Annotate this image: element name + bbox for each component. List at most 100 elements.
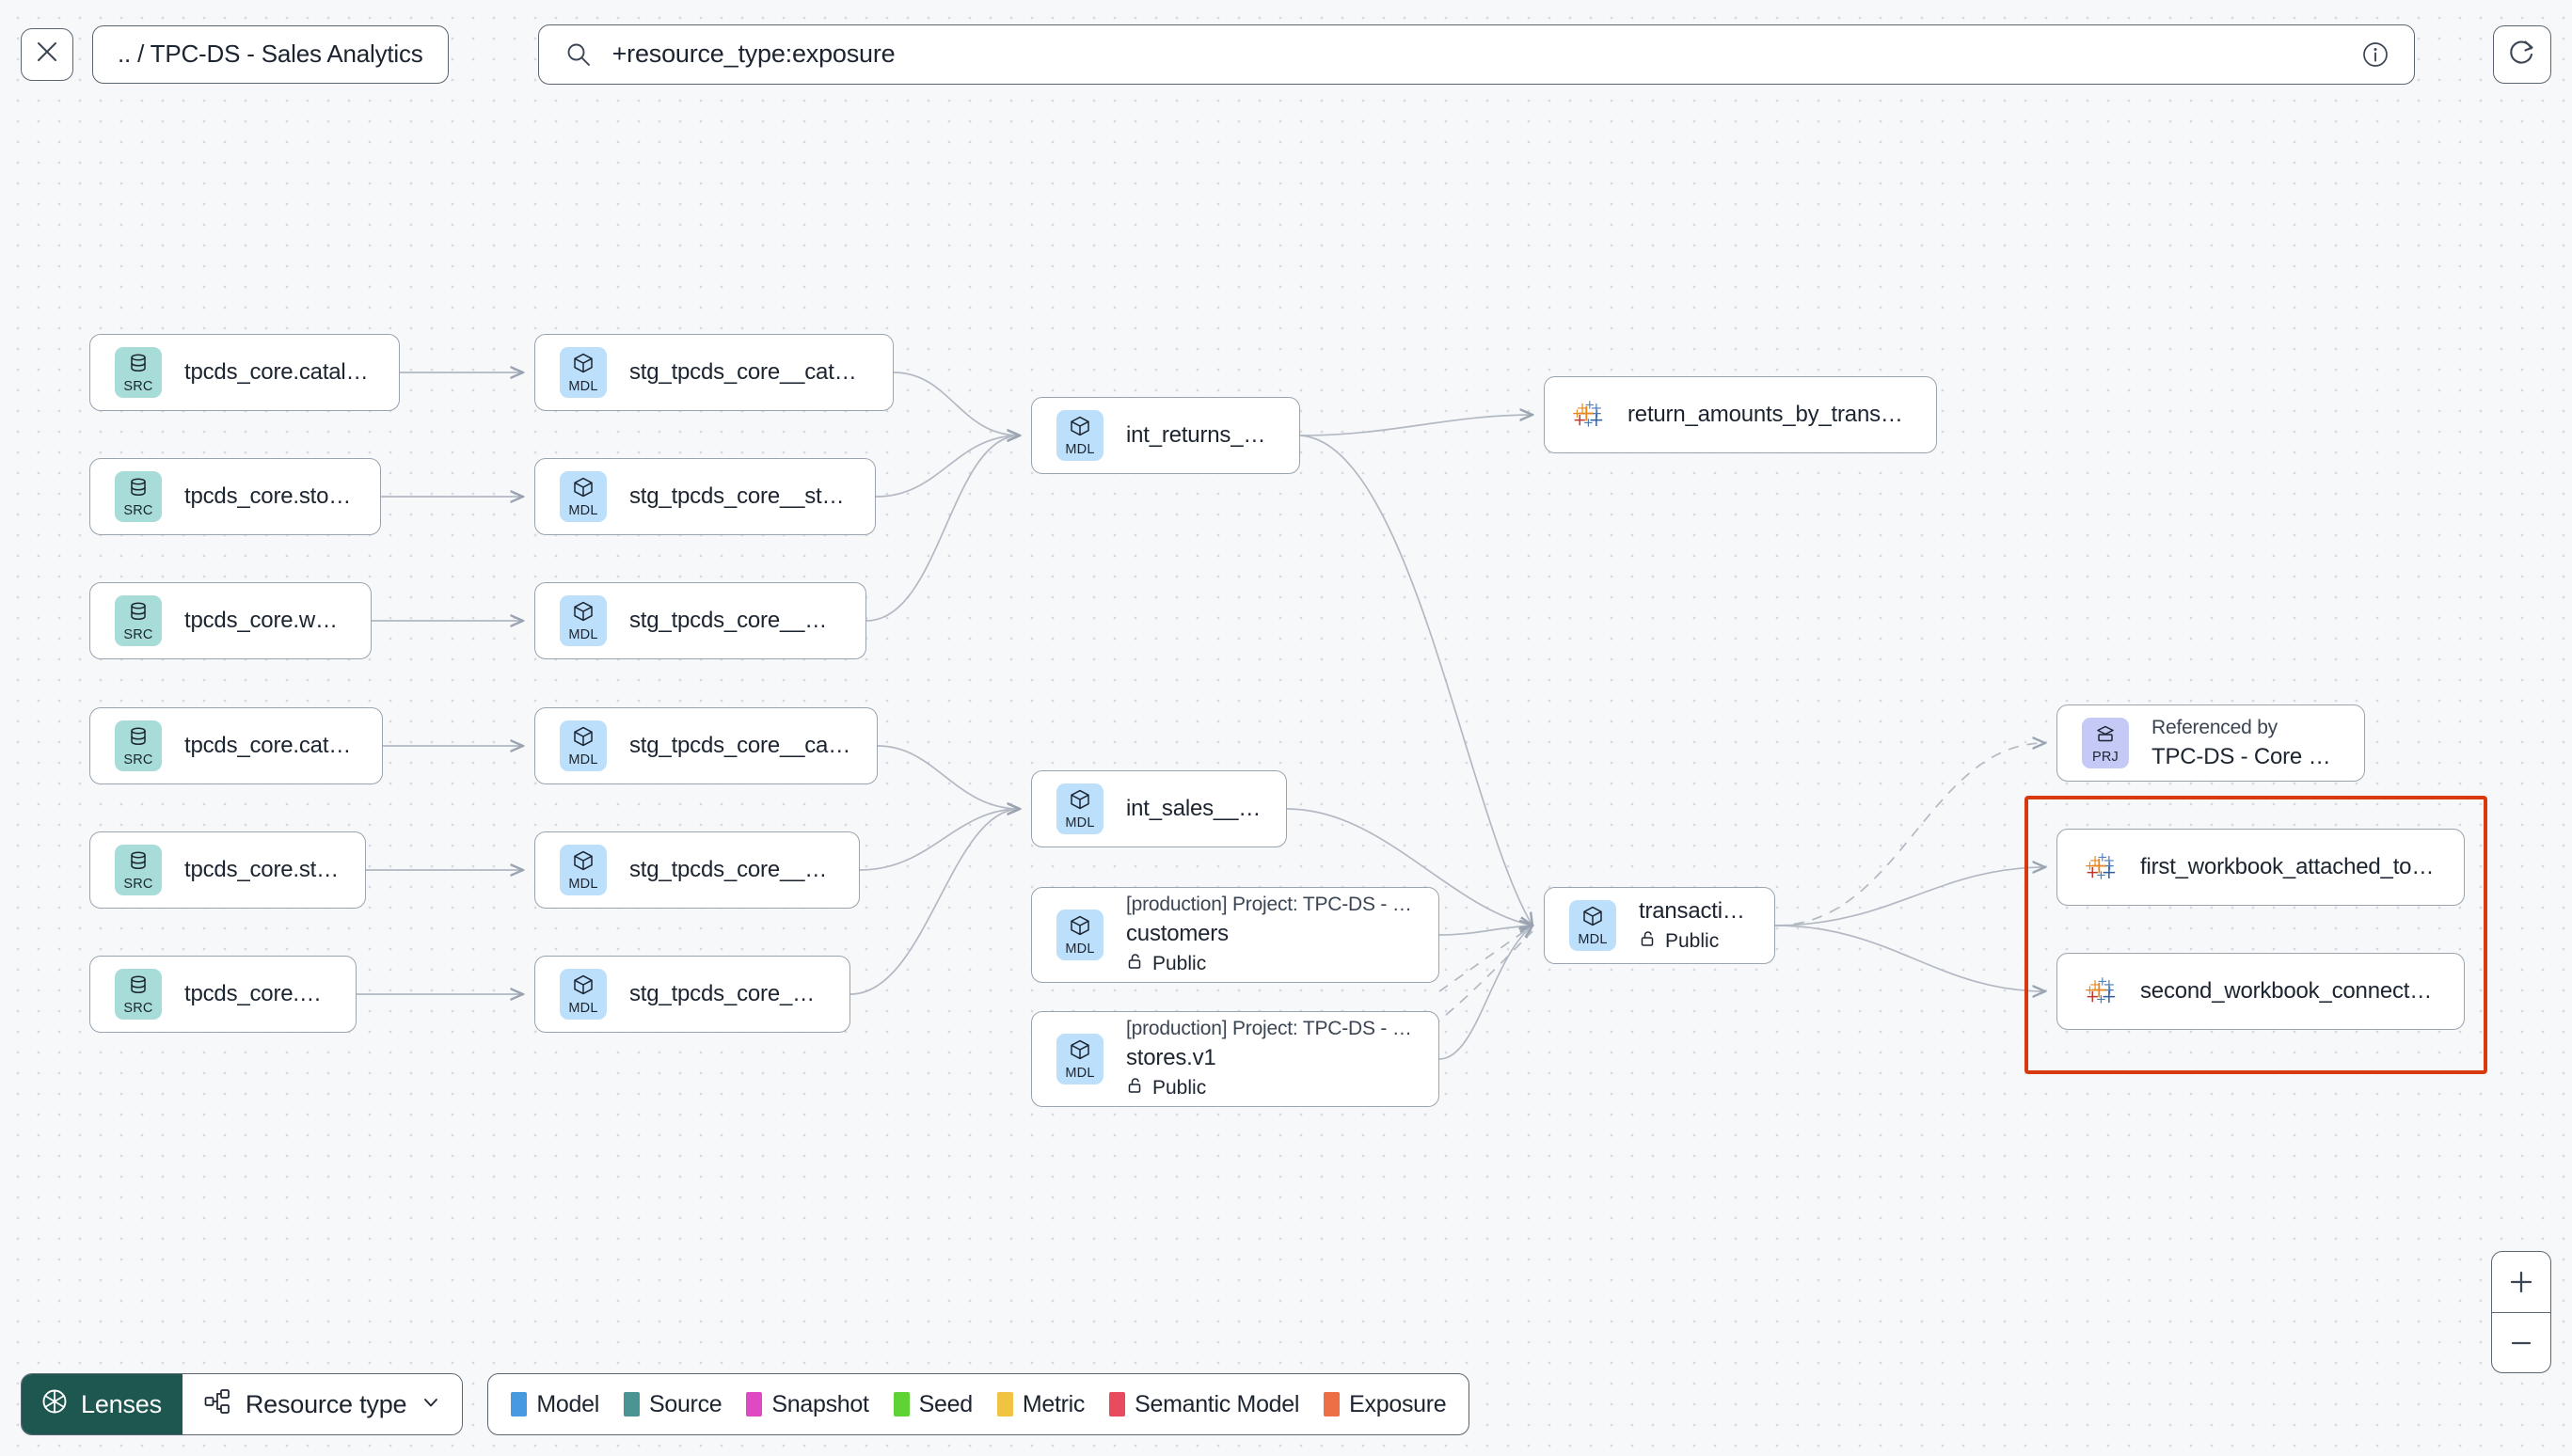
database-icon: [127, 725, 150, 752]
node-type-badge: PRJ: [2082, 718, 2129, 768]
close-button[interactable]: [21, 27, 73, 81]
tableau-icon: [2082, 973, 2118, 1009]
zoom-in-button[interactable]: [2492, 1252, 2550, 1312]
database-icon: [127, 352, 150, 379]
graph-node-stores_v1[interactable]: MDL [production] Project: TPC-DS - Core D…: [1031, 1011, 1439, 1107]
node-title: int_sales__unioned: [1126, 796, 1262, 821]
cube-icon: [1069, 788, 1091, 815]
graph-node-return_amounts[interactable]: return_amounts_by_transaction_type: [1544, 376, 1937, 453]
legend-item-metric[interactable]: Metric: [996, 1391, 1085, 1418]
graph-node-int_sales[interactable]: MDL int_sales__unioned: [1031, 770, 1287, 847]
node-type-badge-label: MDL: [1065, 941, 1095, 957]
refresh-button[interactable]: [2493, 24, 2551, 84]
graph-node-int_returns[interactable]: MDL int_returns__unioned: [1031, 397, 1300, 474]
node-type-badge: MDL: [560, 595, 607, 646]
node-title: tpcds_core.store_returns: [184, 483, 356, 509]
graph-node-stg_web_sales[interactable]: MDL stg_tpcds_core__web_sales: [534, 956, 850, 1033]
node-type-badge: MDL: [560, 347, 607, 398]
tableau-icon: [1569, 397, 1605, 433]
node-type-badge-label: MDL: [1065, 1065, 1095, 1081]
node-type-badge: SRC: [115, 595, 162, 646]
node-type-badge-label: SRC: [123, 378, 153, 394]
search-input[interactable]: [611, 40, 2341, 69]
cube-icon: [572, 476, 595, 503]
resource-type-dropdown[interactable]: Resource type: [182, 1374, 463, 1434]
search-bar[interactable]: [537, 24, 2415, 85]
unlock-icon: [1639, 929, 1658, 954]
node-type-badge-label: MDL: [1065, 815, 1095, 831]
node-body: int_returns__unioned: [1126, 422, 1275, 449]
cube-icon: [572, 352, 595, 379]
node-project-label: [production] Project: TPC-DS - Core Data…: [1126, 1018, 1414, 1039]
graph-node-customers[interactable]: MDL [production] Project: TPC-DS - Core D…: [1031, 887, 1439, 983]
legend-item-source[interactable]: Source: [623, 1390, 722, 1418]
node-type-badge: MDL: [560, 845, 607, 895]
node-body: tpcds_core.web_returns: [184, 608, 346, 634]
node-type-badge: MDL: [560, 471, 607, 522]
node-title: tpcds_core.catalog_sales: [184, 733, 357, 758]
legend-item-snapshot[interactable]: Snapshot: [746, 1391, 869, 1418]
legend-item-exposure[interactable]: Exposure: [1324, 1390, 1447, 1418]
breadcrumb-button[interactable]: .. / TPC-DS - Sales Analytics: [92, 24, 449, 84]
node-type-badge: MDL: [560, 969, 607, 1020]
graph-node-stg_catalog_sales[interactable]: MDL stg_tpcds_core__catalog_sales: [534, 707, 878, 784]
legend-item-semantic-model[interactable]: Semantic Model: [1109, 1391, 1299, 1418]
node-type-badge-label: MDL: [1065, 441, 1095, 457]
aperture-icon: [40, 1387, 69, 1422]
close-icon: [35, 40, 59, 69]
zoom-out-button[interactable]: [2492, 1312, 2550, 1372]
database-icon: [127, 476, 150, 503]
node-title: stg_tpcds_core__web_sales: [629, 981, 825, 1006]
node-type-badge: MDL: [1056, 910, 1103, 960]
cube-icon: [1069, 415, 1091, 442]
node-type-badge-label: PRJ: [2092, 749, 2119, 765]
legend-item-seed[interactable]: Seed: [893, 1391, 973, 1418]
cube-icon: [1069, 914, 1091, 942]
node-title: first_workbook_attached_to_tpc-ds_-_…: [2140, 854, 2439, 879]
node-title: tpcds_core.web_sales: [184, 981, 331, 1006]
legend-swatch: [623, 1392, 640, 1416]
node-body: [production] Project: TPC-DS - Core Data…: [1126, 894, 1414, 976]
legend-label: Source: [648, 1390, 722, 1417]
project-icon: [2094, 722, 2117, 750]
node-body: stg_tpcds_core__catalog_returns: [629, 359, 868, 386]
node-type-badge: SRC: [115, 845, 162, 895]
graph-node-src_web_returns[interactable]: SRC tpcds_core.web_returns: [89, 582, 372, 659]
database-icon: [127, 600, 150, 627]
unlock-icon: [1126, 952, 1145, 976]
legend-swatch: [1324, 1392, 1341, 1416]
info-icon[interactable]: [2361, 40, 2389, 69]
bottom-toolbar: Lenses Resource type Model Source Snapshot: [21, 1373, 1470, 1435]
cube-icon: [572, 849, 595, 877]
graph-node-second_workbook[interactable]: second_workbook_connected_to_live…: [2056, 953, 2465, 1030]
node-visibility: Public: [1126, 952, 1414, 976]
cube-icon: [1581, 905, 1604, 932]
graph-node-stg_catalog_returns[interactable]: MDL stg_tpcds_core__catalog_returns: [534, 334, 894, 411]
node-body: stg_tpcds_core__catalog_sales: [629, 733, 852, 759]
hierarchy-icon: [203, 1387, 231, 1422]
node-visibility: Public: [1126, 1076, 1414, 1100]
node-title: stg_tpcds_core__catalog_returns: [629, 359, 868, 385]
legend-label: Exposure: [1349, 1390, 1447, 1417]
node-body: stg_tpcds_core__web_sales: [629, 981, 825, 1007]
graph-node-first_workbook[interactable]: first_workbook_attached_to_tpc-ds_-_…: [2056, 829, 2465, 906]
legend-label: Model: [536, 1390, 599, 1417]
legend-item-model[interactable]: Model: [511, 1391, 599, 1418]
node-type-badge-label: MDL: [568, 752, 598, 768]
node-type-badge-label: MDL: [568, 502, 598, 518]
lenses-button[interactable]: Lenses: [22, 1374, 183, 1434]
node-body: [production] Project: TPC-DS - Core Data…: [1126, 1018, 1414, 1100]
